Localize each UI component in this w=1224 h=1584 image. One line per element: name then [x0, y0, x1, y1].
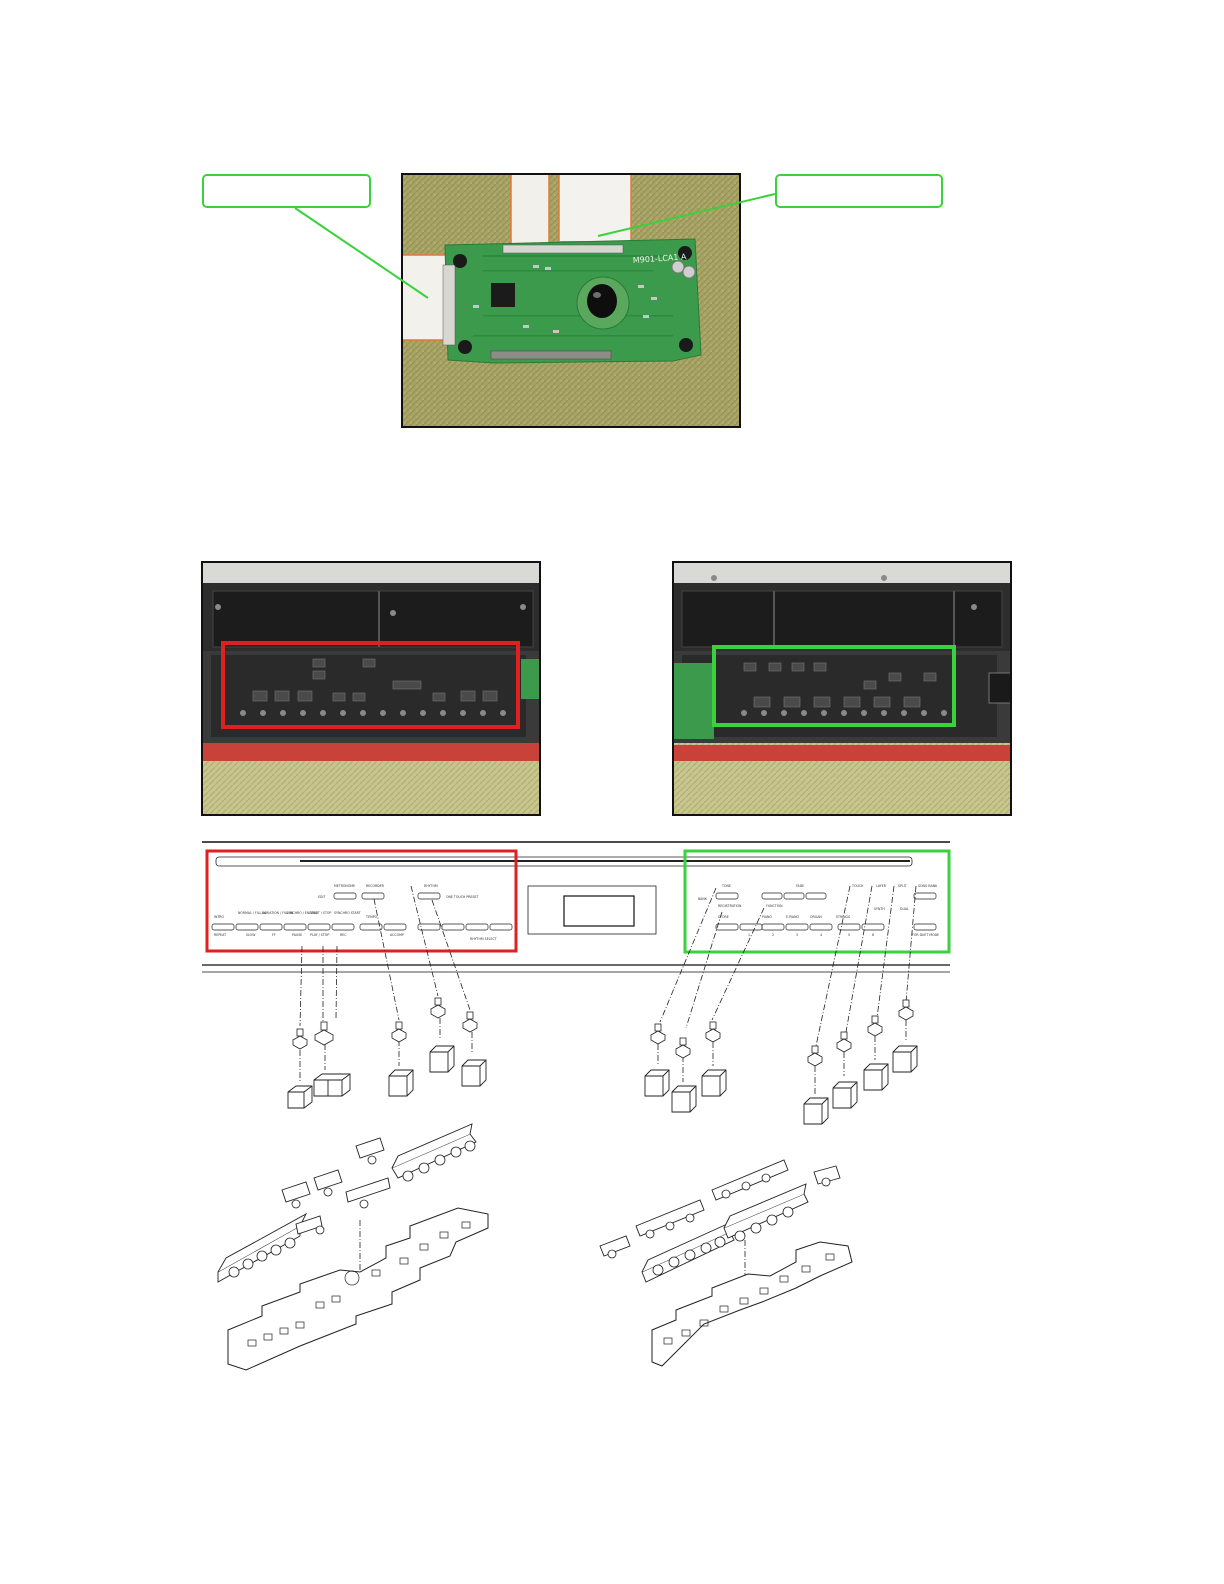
highlight-box-left-photo [221, 641, 520, 729]
svg-text:BANK: BANK [698, 897, 708, 901]
svg-text:PAUSE: PAUSE [292, 933, 302, 937]
svg-text:FOR DUET MODE: FOR DUET MODE [912, 933, 939, 937]
svg-text:FADE: FADE [796, 884, 804, 888]
svg-text:ONE TOUCH PRESET: ONE TOUCH PRESET [446, 895, 479, 899]
right-button-rails [599, 1159, 841, 1283]
svg-text:SYNCHRO START: SYNCHRO START [334, 911, 361, 915]
svg-text:RHYTHM: RHYTHM [424, 884, 438, 888]
frame-photo-left [201, 561, 541, 816]
svg-text:SPLIT: SPLIT [898, 884, 907, 888]
svg-text:SYNCHRO / ENDING: SYNCHRO / ENDING [286, 911, 318, 915]
right-contact-sheet [651, 1241, 853, 1367]
right-panel-buttons [715, 892, 937, 931]
button-caps [287, 1045, 918, 1125]
svg-text:FUNCTION: FUNCTION [766, 904, 783, 908]
right-rail-plungers [607, 1173, 831, 1276]
svg-text:ORGAN: ORGAN [810, 915, 822, 919]
left-contact-sheet [227, 1207, 489, 1371]
left-panel-buttons [211, 892, 513, 931]
highlight-box-right-photo [712, 645, 956, 727]
leader-lines [299, 885, 917, 1300]
callout-right [775, 174, 943, 208]
svg-text:RECORDER: RECORDER [366, 884, 385, 888]
svg-text:DUAL: DUAL [900, 907, 909, 911]
right-contact-pads [663, 1253, 835, 1345]
pcb-photo: M901-LCA1 A [401, 173, 741, 428]
svg-text:6: 6 [872, 933, 874, 937]
svg-text:NORMAL / FILL-IN: NORMAL / FILL-IN [238, 911, 266, 915]
svg-text:2: 2 [772, 933, 774, 937]
svg-text:SONG BANK: SONG BANK [918, 884, 938, 888]
svg-text:ACCOMP: ACCOMP [390, 933, 404, 937]
svg-text:EDIT: EDIT [318, 895, 325, 899]
left-contact-pads [247, 1221, 471, 1347]
svg-text:E.PIANO: E.PIANO [786, 915, 799, 919]
svg-text:3: 3 [796, 933, 798, 937]
board-label: M901-LCA1 A [633, 252, 688, 265]
svg-text:4: 4 [820, 933, 822, 937]
callout-left [202, 174, 371, 208]
svg-text:TOUCH: TOUCH [851, 884, 864, 888]
svg-text:TEMPO: TEMPO [365, 915, 378, 919]
key-parts [292, 997, 914, 1067]
frame-photo-right [672, 561, 1012, 816]
svg-text:METRONOME: METRONOME [334, 884, 355, 888]
svg-text:STORE: STORE [718, 915, 729, 919]
svg-text:VARIATION / FILL-IN: VARIATION / FILL-IN [262, 911, 293, 915]
svg-text:STRINGS: STRINGS [836, 915, 850, 919]
svg-text:FF: FF [272, 933, 276, 937]
control-panel-drawing [202, 841, 950, 973]
svg-text:START / STOP: START / STOP [310, 911, 331, 915]
left-rail-plungers [228, 1140, 476, 1278]
left-button-rails [217, 1123, 477, 1283]
svg-text:SYNTH: SYNTH [874, 907, 885, 911]
right-panel-labels: TONE REGISTRATION FUNCTION FADE TOUCH LA… [698, 884, 939, 937]
svg-text:PIANO: PIANO [762, 915, 772, 919]
svg-text:INTRO: INTRO [214, 915, 224, 919]
left-panel-labels: EDIT METRONOME RECORDER RHYTHM ONE TOUCH… [214, 884, 497, 941]
svg-text:RHYTHM SELECT: RHYTHM SELECT [470, 937, 497, 941]
svg-text:SLOW: SLOW [246, 933, 256, 937]
svg-text:REPEAT: REPEAT [214, 933, 226, 937]
svg-text:REC: REC [340, 933, 347, 937]
svg-text:LAYER: LAYER [876, 884, 887, 888]
svg-text:1: 1 [748, 933, 750, 937]
highlight-box-right-panel [683, 849, 951, 954]
svg-text:PLAY / STOP: PLAY / STOP [310, 933, 329, 937]
highlight-box-left-panel [205, 849, 518, 953]
svg-text:REGISTRATION: REGISTRATION [718, 904, 742, 908]
svg-text:5: 5 [848, 933, 850, 937]
svg-text:TONE: TONE [721, 884, 731, 888]
